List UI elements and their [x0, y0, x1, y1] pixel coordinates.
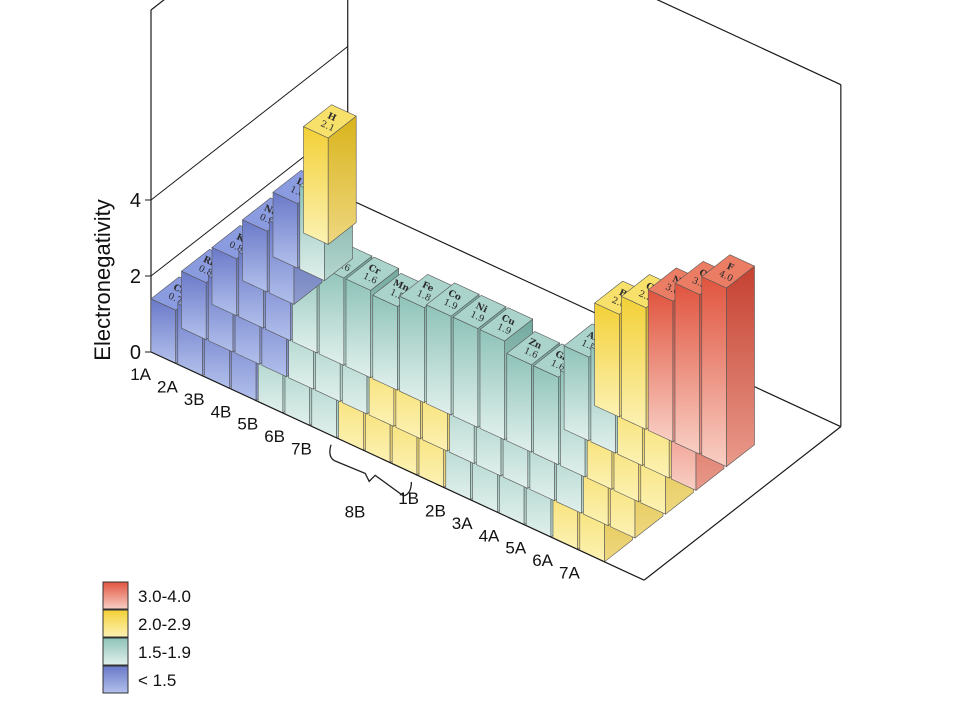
group-labels: 1A 2A 3B 4B 5B 6B 7B 8B 1B 2B 3A 4A 5A 6A 7A — [130, 365, 580, 582]
bar-front-face — [506, 352, 532, 453]
bar-front-face — [479, 329, 506, 441]
bar-front-face — [318, 266, 345, 366]
element-symbol: F — [725, 262, 736, 274]
element-symbol: B — [617, 288, 628, 300]
bar-front-face — [211, 246, 237, 317]
bar-front-face — [426, 304, 452, 416]
bar-front-face — [272, 191, 299, 269]
group-label: 8B — [345, 502, 366, 521]
frame-edge — [150, 0, 165, 11]
y-axis-label: Electronegativity — [90, 199, 115, 360]
bar-side-face — [726, 265, 755, 468]
y-tick-label: 2 — [130, 266, 141, 288]
frame-edge — [656, 0, 842, 86]
group-label: 7B — [291, 440, 312, 459]
element-symbol: Ni — [474, 301, 489, 315]
bar-top-face — [701, 254, 756, 289]
y-tick-label: 4 — [130, 190, 141, 212]
bar-top-face — [345, 256, 400, 291]
bar-front-face — [563, 345, 590, 442]
bar-front-face — [345, 278, 372, 379]
group-label: 4B — [211, 402, 232, 421]
bar-front-face — [647, 289, 674, 443]
bar-front-face — [533, 365, 559, 466]
group-label: 2A — [157, 378, 178, 397]
bar-front-face — [621, 295, 647, 430]
group-label: 1A — [130, 365, 151, 384]
legend-swatch — [102, 581, 129, 610]
bar-front-face — [674, 282, 701, 455]
bar-front-face — [701, 276, 727, 468]
legend-swatch — [102, 665, 129, 694]
element-symbol: C — [644, 282, 655, 294]
element-bars: Cs0.7Ba0.9La1.0Hf1.3Ta1.5W1.7Re1.9Os2.2I… — [150, 104, 756, 563]
bar-top-face — [425, 282, 480, 317]
group-label: 3A — [452, 514, 473, 533]
bar-H: H2.1 — [302, 104, 357, 246]
bar-front-face — [372, 294, 398, 391]
y-tick-label: 0 — [130, 342, 141, 364]
group-label: 7A — [559, 564, 580, 583]
8b-bracket — [329, 444, 413, 497]
element-symbol: Fe — [420, 280, 435, 294]
bar-front-face — [452, 316, 479, 428]
bar-top-face — [452, 294, 507, 329]
group-label: 2B — [425, 502, 446, 521]
bar-front-face — [594, 302, 620, 418]
group-label: 5A — [505, 539, 526, 558]
frame-edge — [150, 351, 645, 581]
bar-top-face — [479, 307, 534, 342]
bar-front-face — [181, 270, 207, 341]
group-label: 1B — [398, 489, 419, 508]
bar-top-face — [302, 104, 357, 139]
bar-F: F4.0 — [701, 254, 756, 468]
frame-edge — [347, 197, 842, 428]
bar-front-face — [303, 126, 329, 245]
element-symbol: O — [697, 268, 708, 280]
chart-frame-front — [150, 351, 842, 581]
element-symbol: N — [670, 275, 682, 288]
element-symbol: Cr — [367, 263, 382, 277]
legend-swatch — [102, 609, 129, 638]
legend-swatch — [102, 637, 129, 666]
frame-edge — [643, 426, 842, 581]
bar-side-face — [327, 115, 357, 246]
legend-label: 3.0-4.0 — [138, 587, 191, 606]
legend: 3.0-4.0 2.0-2.9 1.5-1.9 < 1.5 — [102, 581, 191, 694]
bar-front-face — [242, 219, 268, 293]
group-label: 6B — [264, 427, 285, 446]
group-label: 3B — [184, 390, 205, 409]
legend-label: 2.0-2.9 — [138, 615, 191, 634]
legend-label: < 1.5 — [138, 671, 176, 690]
group-label: 5B — [237, 415, 258, 434]
gridline — [150, 46, 349, 201]
legend-label: 1.5-1.9 — [138, 643, 191, 662]
group-label: 4A — [479, 526, 500, 545]
bar-top-face — [506, 331, 561, 366]
bar-front-face — [399, 295, 425, 404]
group-label: 6A — [532, 551, 553, 570]
